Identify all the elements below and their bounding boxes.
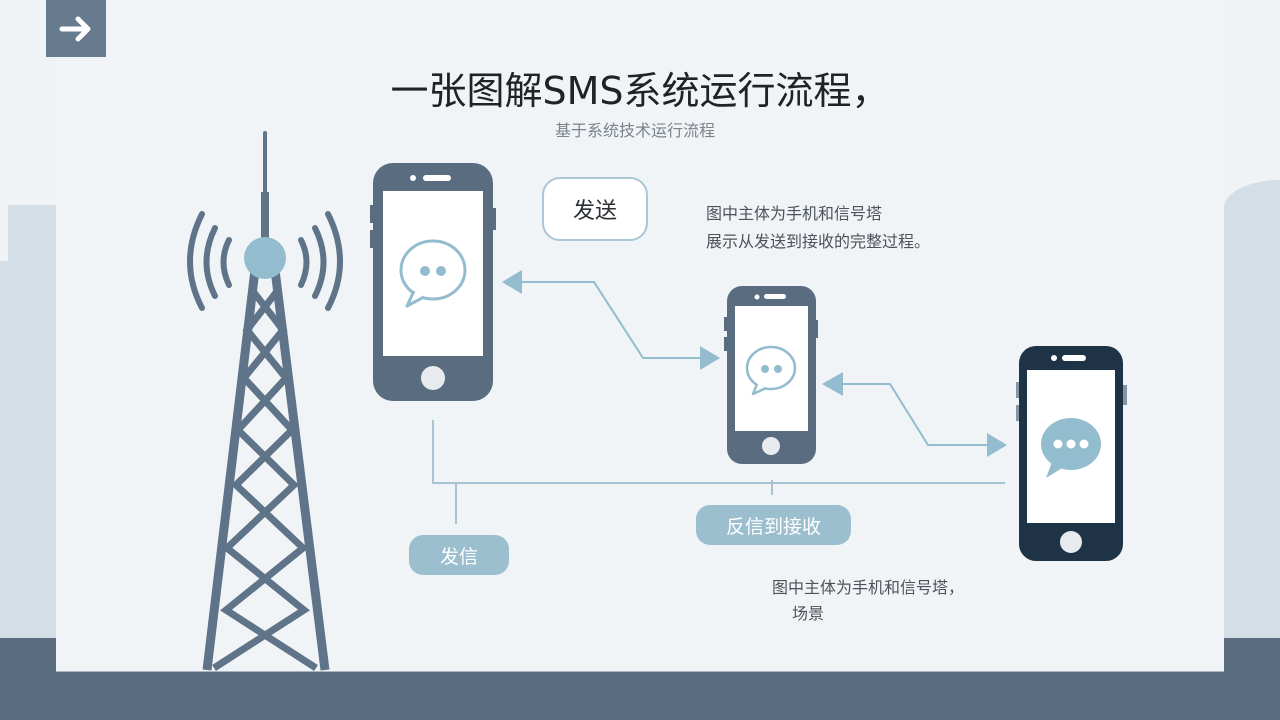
receive-message-pill-label: 反信到接收 (725, 515, 821, 538)
send-message-pill-label: 发信 (439, 545, 478, 568)
description-top: 图中主体为手机和信号塔 展示从发送到接收的完整过程。 (706, 200, 930, 256)
description-top-line1: 图中主体为手机和信号塔 (706, 204, 883, 223)
description-bottom-line1: 图中主体为手机和信号塔， (772, 578, 965, 597)
description-bottom-line2: 场景 (792, 604, 825, 623)
next-arrow-button[interactable] (46, 0, 106, 57)
phone-sender (370, 163, 496, 401)
send-step-box: 发送 (542, 177, 648, 241)
receive-message-pill: 反信到接收 (696, 505, 851, 545)
description-top-line2: 展示从发送到接收的完整过程。 (706, 232, 931, 251)
chat-bubble-icon (745, 345, 797, 396)
phone-receiver (1016, 346, 1127, 561)
description-bottom: 图中主体为手机和信号塔， 场景 (772, 575, 964, 627)
arrow-relay-receiver (822, 372, 1007, 457)
send-step-label: 发送 (572, 199, 617, 224)
chat-bubble-icon (1041, 418, 1101, 478)
page-title: 一张图解SMS系统运行流程， (390, 69, 890, 113)
signal-tower-icon (187, 131, 343, 671)
arrow-sender-relay (502, 270, 720, 370)
chat-bubble-icon (399, 239, 467, 308)
send-message-pill: 发信 (409, 535, 509, 575)
arrow-right-icon (59, 16, 91, 41)
phone-relay (724, 286, 818, 464)
left-side-panel-notch (0, 205, 8, 261)
floor-band (0, 672, 1280, 720)
left-side-panel (0, 205, 56, 645)
timeline-connector (432, 420, 1005, 524)
page-subtitle: 基于系统技术运行流程 (554, 121, 715, 140)
right-side-panel (1224, 180, 1280, 640)
